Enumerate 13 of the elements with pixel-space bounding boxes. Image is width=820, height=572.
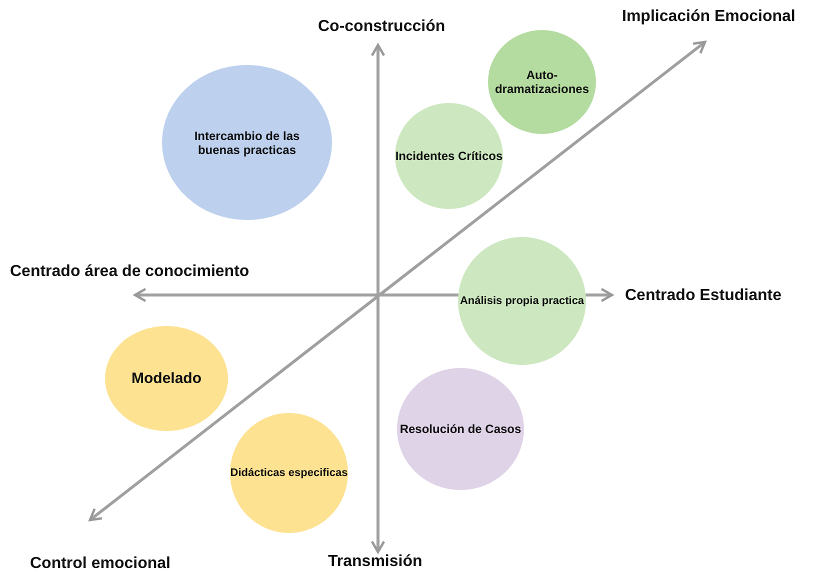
topic-label: Didácticas especificas (229, 467, 349, 479)
axis-label: Centrado Estudiante (625, 287, 782, 305)
topic-label: Intercambio de las buenas practicas (193, 128, 301, 156)
axis-label: Implicación Emocional (622, 8, 796, 26)
axis-label: Co-construcción (318, 18, 446, 36)
axis-label: Control emocional (30, 555, 170, 572)
topic-label: Incidentes Críticos (394, 149, 504, 163)
axis-label: Transmisión (328, 553, 422, 571)
topic-label: Análisis propia practica (458, 295, 586, 307)
topic-label: Modelado (130, 370, 202, 387)
topic-label: Auto-dramatizaciones (494, 68, 590, 96)
axis-label: Centrado área de conocimiento (10, 263, 250, 281)
topic-label: Resolución de Casos (398, 422, 522, 436)
